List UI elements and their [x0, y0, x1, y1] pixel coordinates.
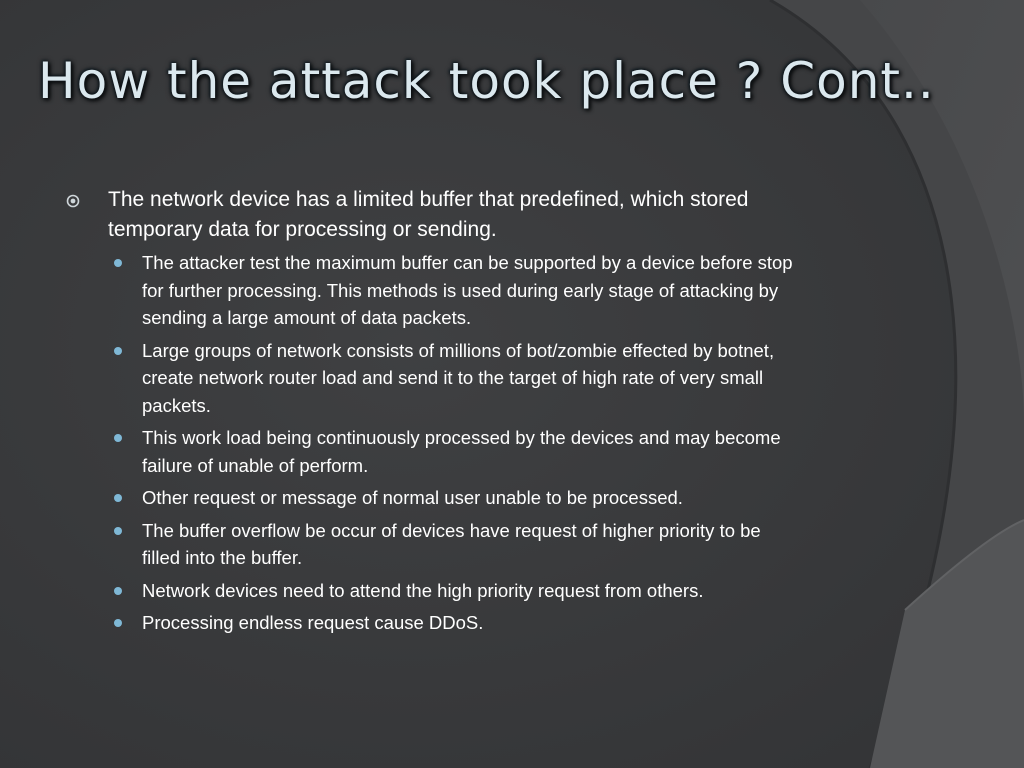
bullet-dot-icon	[114, 609, 142, 627]
list-item-line: The buffer overflow be occur of devices …	[142, 519, 761, 541]
bullet-dot-icon	[114, 249, 142, 267]
list-item: Network devices need to attend the high …	[114, 577, 956, 605]
list-item: Large groups of network consists of mill…	[114, 337, 956, 420]
list-item-text: Other request or message of normal user …	[142, 484, 683, 512]
list-item: Processing endless request cause DDoS.	[114, 609, 956, 637]
slide-content: The network device has a limited buffer …	[66, 185, 956, 642]
main-bullet-point: The network device has a limited buffer …	[66, 185, 956, 245]
list-item-line: Network devices need to attend the high …	[142, 579, 704, 601]
list-item-text: Large groups of network consists of mill…	[142, 337, 774, 420]
sub-bullet-list: The attacker test the maximum buffer can…	[66, 249, 956, 637]
bullet-dot-icon	[114, 424, 142, 442]
bullet-dot-icon	[114, 577, 142, 595]
main-bullet-line: The network device has a limited buffer …	[108, 188, 749, 211]
list-item: This work load being continuously proces…	[114, 424, 956, 479]
bullet-dot-icon	[114, 484, 142, 502]
slide-title: How the attack took place ? Cont..	[38, 52, 935, 110]
list-item-text: Network devices need to attend the high …	[142, 577, 703, 605]
list-item: The attacker test the maximum buffer can…	[114, 249, 956, 332]
list-item-text: The attacker test the maximum buffer can…	[142, 249, 793, 332]
list-item-line: Processing endless request cause DDoS.	[142, 612, 484, 633]
list-item-line: This work load being continuously proces…	[142, 427, 781, 448]
list-item-line: Large groups of network consists of mill…	[142, 339, 775, 361]
list-item: The buffer overflow be occur of devices …	[114, 517, 956, 572]
bullet-dot-icon	[114, 337, 142, 355]
list-item-line: sending a large amount of data packets.	[142, 307, 472, 328]
list-item-line: packets.	[142, 394, 211, 416]
list-item-line: filled into the buffer.	[142, 547, 303, 568]
list-item-line: failure of unable of perform.	[142, 454, 369, 476]
bullet-dot-icon	[114, 517, 142, 535]
main-bullet-line: temporary data for processing or sending…	[108, 218, 497, 241]
list-item-text: The buffer overflow be occur of devices …	[142, 517, 761, 572]
list-item-line: Other request or message of normal user …	[142, 487, 683, 508]
main-bullet-text: The network device has a limited buffer …	[108, 185, 748, 245]
circle-dot-icon	[66, 185, 108, 208]
list-item-text: Processing endless request cause DDoS.	[142, 609, 483, 637]
list-item-line: The attacker test the maximum buffer can…	[142, 252, 793, 273]
list-item: Other request or message of normal user …	[114, 484, 956, 512]
list-item-text: This work load being continuously proces…	[142, 424, 781, 479]
list-item-line: create network router load and send it t…	[142, 367, 764, 388]
list-item-line: for further processing. This methods is …	[142, 279, 779, 301]
